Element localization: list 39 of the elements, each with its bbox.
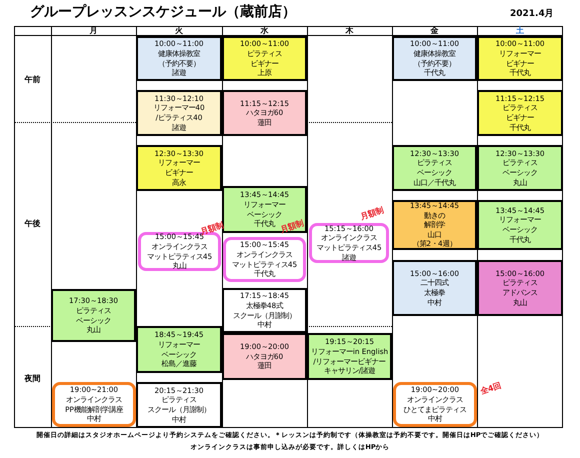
class-card bbox=[136, 145, 222, 191]
day-header: 水 bbox=[259, 26, 270, 35]
class-card bbox=[392, 260, 477, 316]
class-card bbox=[477, 90, 563, 136]
class-card bbox=[222, 186, 307, 233]
class-card bbox=[392, 145, 477, 191]
class-card bbox=[477, 260, 563, 316]
day-header: 木 bbox=[344, 26, 354, 35]
class-card bbox=[52, 382, 136, 427]
class-card bbox=[309, 223, 389, 263]
class-card bbox=[222, 90, 307, 136]
date-text: 2021.4月 bbox=[510, 8, 554, 20]
class-card bbox=[392, 200, 477, 250]
period-label: 午後 bbox=[24, 219, 42, 228]
class-card bbox=[51, 289, 136, 342]
class-card bbox=[477, 36, 563, 81]
title: グループレッスンスケジュール（蔵前店） bbox=[30, 3, 296, 21]
beside-note: 月額制 bbox=[358, 204, 386, 222]
class-card bbox=[136, 36, 222, 81]
period-label: 夜間 bbox=[23, 374, 42, 383]
class-card bbox=[477, 200, 563, 250]
class-card bbox=[307, 333, 392, 380]
day-header: 火 bbox=[174, 26, 184, 35]
day-header: 月 bbox=[88, 26, 98, 35]
class-card bbox=[136, 90, 222, 136]
class-card bbox=[222, 333, 307, 380]
class-card bbox=[477, 145, 563, 191]
period-label: 午前 bbox=[24, 75, 42, 84]
class-card bbox=[223, 237, 306, 282]
class-card bbox=[222, 288, 307, 333]
class-card bbox=[392, 36, 477, 81]
class-card bbox=[222, 36, 307, 81]
class-card bbox=[136, 382, 222, 428]
beside-note: 月額制 bbox=[278, 218, 306, 236]
day-header: 金 bbox=[430, 26, 440, 35]
class-card bbox=[136, 326, 222, 373]
class-card bbox=[393, 382, 477, 427]
day-header: 土 bbox=[515, 26, 525, 35]
beside-note: 全4回 bbox=[478, 380, 503, 398]
